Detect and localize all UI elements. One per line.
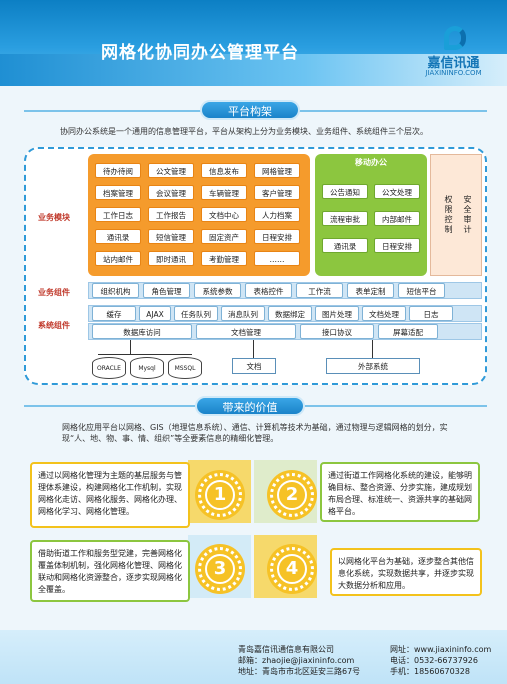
footer-phone: 电话：0532-66737926 [390, 656, 478, 665]
module-17: 站内邮件 [95, 251, 141, 266]
module-19: 考勤管理 [201, 251, 247, 266]
logo: 嘉信讯通 JIAXININFO.COM [400, 24, 507, 94]
external-system: 外部系统 [326, 358, 420, 374]
page-title: 网格化协同办公管理平台 [101, 43, 299, 63]
medal-2-icon: 2 [270, 473, 314, 517]
module-3: 信息发布 [201, 163, 247, 178]
mobile-item-4: 内部邮件 [374, 211, 420, 226]
footer-company: 青岛嘉信讯通信息有限公司 [238, 645, 334, 654]
database-mysql: Mysql [130, 357, 164, 379]
footer-site: 网址：www.jiaxininfo.com [390, 645, 492, 654]
module-9: 工作日志 [95, 207, 141, 222]
module-12: 人力档案 [254, 207, 300, 222]
medal-1-icon: 1 [198, 473, 242, 517]
value-card-2: 通过街道工作网格化系统的建设，能够明确目标、整合资源、分步实施，建成规划布局合理… [320, 462, 480, 522]
footer-mobile: 手机：18560670328 [390, 667, 470, 676]
medal-number: 2 [277, 480, 307, 510]
database-mssql: MSSQL [168, 357, 202, 379]
module-20: …… [254, 251, 300, 266]
system-item-6: 图片处理 [315, 306, 359, 321]
mobile-office-title: 移动办公 [355, 158, 387, 167]
component-1: 组织机构 [92, 283, 139, 298]
value-card-1: 通过以网格化管理为主题的基层服务与管理体系建设，构建网格化工作机制，实现网格化走… [30, 462, 190, 528]
module-8: 客户管理 [254, 185, 300, 200]
logo-url: JIAXININFO.COM [425, 69, 482, 77]
module-18: 即时通讯 [148, 251, 194, 266]
footer-email: 邮箱：zhaojie@jiaxininfo.com [238, 656, 355, 665]
mobile-item-6: 日程安排 [374, 238, 420, 253]
system-item-8: 日志 [409, 306, 453, 321]
database-oracle: ORACLE [92, 357, 126, 379]
module-14: 短信管理 [148, 229, 194, 244]
document-store: 文档 [232, 358, 276, 374]
label-system-component: 系统组件 [38, 321, 70, 330]
module-15: 固定资产 [201, 229, 247, 244]
module-1: 待办待阅 [95, 163, 141, 178]
module-2: 公文管理 [148, 163, 194, 178]
connector [253, 340, 254, 358]
system-base-1: 数据库访问 [92, 324, 192, 339]
medal-number: 3 [205, 554, 235, 584]
connector [98, 354, 192, 355]
section-title-value: 带来的价值 [195, 396, 305, 416]
footer [0, 630, 507, 684]
system-base-2: 文档管理 [196, 324, 296, 339]
label-business-component: 业务组件 [38, 288, 70, 297]
value-card-4: 以网格化平台为基础，逐步整合其他信息化系统，实现数据共享，并逐步实现大数据分析和… [330, 548, 482, 596]
connector [130, 340, 131, 354]
system-item-1: 缓存 [92, 306, 136, 321]
mobile-item-3: 流程审批 [322, 211, 368, 226]
system-item-5: 数据绑定 [268, 306, 312, 321]
footer-address: 地址：青岛市市北区延安三路67号 [238, 667, 361, 676]
module-7: 车辆管理 [201, 185, 247, 200]
module-11: 文档中心 [201, 207, 247, 222]
system-item-3: 任务队列 [174, 306, 218, 321]
component-7: 短信平台 [398, 283, 445, 298]
component-2: 角色管理 [143, 283, 190, 298]
value-card-3: 借助街道工作和服务型党建，完善网格化覆盖体制机制，强化网格化管理、网格化联动和网… [30, 540, 190, 602]
module-16: 日程安排 [254, 229, 300, 244]
mobile-item-5: 通讯录 [322, 238, 368, 253]
security-column [430, 154, 482, 276]
medal-number: 1 [205, 480, 235, 510]
component-6: 表单定制 [347, 283, 394, 298]
medal-4-icon: 4 [270, 547, 314, 591]
permission-control-label: 权限控制 [444, 195, 453, 234]
label-business-module: 业务模块 [38, 213, 70, 222]
module-10: 工作报告 [148, 207, 194, 222]
logo-mark-icon [444, 26, 466, 50]
medal-3-icon: 3 [198, 547, 242, 591]
module-4: 网格管理 [254, 163, 300, 178]
system-base-4: 屏幕适配 [378, 324, 438, 339]
component-3: 系统参数 [194, 283, 241, 298]
system-item-4: 消息队列 [221, 306, 265, 321]
system-base-3: 接口协议 [300, 324, 374, 339]
component-5: 工作流 [296, 283, 343, 298]
architecture-intro: 协同办公系统是一个通用的信息管理平台，平台从架构上分为业务模块、业务组件、系统组… [60, 127, 428, 136]
medal-number: 4 [277, 554, 307, 584]
section-title-architecture: 平台构架 [200, 100, 300, 120]
system-item-2: AJAX [139, 306, 171, 321]
logo-name: 嘉信讯通 [427, 56, 480, 71]
value-intro: 网格化应用平台以网格、GIS（地理信息系统）、通信、计算机等技术为基础，通过物理… [62, 423, 448, 443]
module-5: 档案管理 [95, 185, 141, 200]
security-audit-label: 安全审计 [463, 195, 472, 234]
component-4: 表格控件 [245, 283, 292, 298]
module-6: 会议管理 [148, 185, 194, 200]
mobile-item-1: 公告通知 [322, 184, 368, 199]
connector [372, 340, 373, 358]
system-item-7: 文档处理 [362, 306, 406, 321]
header-banner [0, 0, 507, 86]
module-13: 通讯录 [95, 229, 141, 244]
mobile-item-2: 公文处理 [374, 184, 420, 199]
